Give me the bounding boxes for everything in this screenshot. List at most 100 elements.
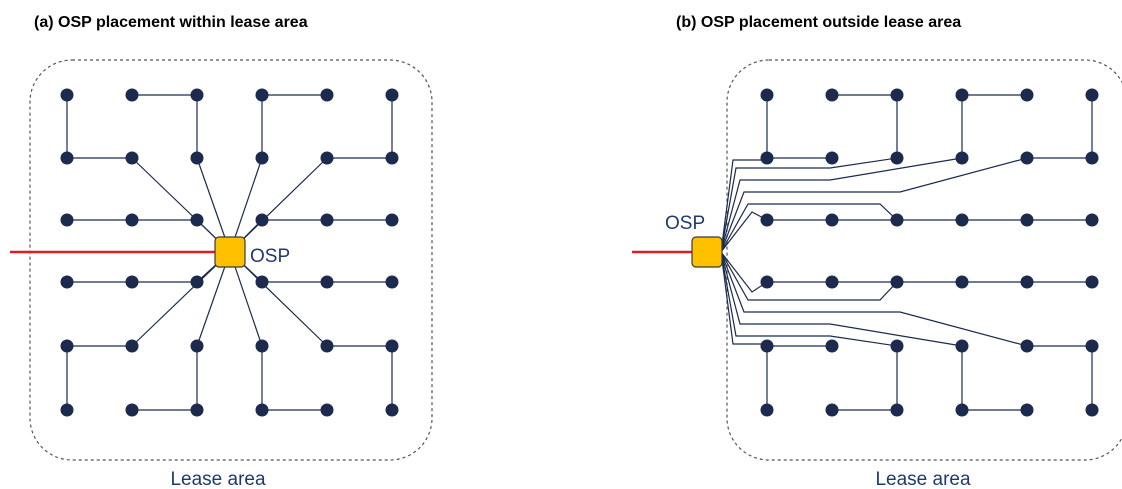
array-cable bbox=[229, 251, 328, 347]
turbine-node bbox=[255, 339, 269, 353]
turbine-node bbox=[825, 213, 839, 227]
turbine-node bbox=[60, 88, 74, 102]
array-cable bbox=[720, 203, 898, 253]
lease-area-label-b: Lease area bbox=[875, 469, 971, 489]
array-cable bbox=[196, 251, 231, 347]
turbine-node bbox=[890, 275, 904, 289]
turbine-node bbox=[760, 275, 774, 289]
turbine-node bbox=[255, 88, 269, 102]
array-cable bbox=[196, 157, 231, 253]
turbine-node bbox=[190, 339, 204, 353]
turbine-node bbox=[955, 88, 969, 102]
turbine-node bbox=[760, 88, 774, 102]
array-cable bbox=[720, 157, 1028, 253]
turbine-node bbox=[825, 88, 839, 102]
turbine-node bbox=[255, 275, 269, 289]
turbine-node bbox=[320, 275, 334, 289]
array-cable bbox=[720, 157, 963, 253]
turbine-node bbox=[125, 88, 139, 102]
turbine-node bbox=[1085, 88, 1099, 102]
osp-substation-a bbox=[214, 236, 246, 268]
turbine-node bbox=[385, 275, 399, 289]
panel-a: (a) OSP placement within lease area OSP … bbox=[10, 14, 433, 489]
turbine-node bbox=[1020, 275, 1034, 289]
turbine-node bbox=[60, 275, 74, 289]
array-cable bbox=[720, 251, 963, 347]
array-cable bbox=[720, 157, 898, 253]
turbine-node bbox=[60, 403, 74, 417]
turbine-node bbox=[955, 151, 969, 165]
lease-area-boundary-a bbox=[29, 59, 433, 461]
array-cable bbox=[131, 251, 231, 347]
turbine-node bbox=[760, 339, 774, 353]
panel-b-title: (b) OSP placement outside lease area bbox=[676, 14, 961, 31]
turbine-node bbox=[1085, 275, 1099, 289]
turbine-node bbox=[1085, 213, 1099, 227]
turbine-node bbox=[825, 275, 839, 289]
turbine-node bbox=[190, 275, 204, 289]
turbine-node bbox=[955, 275, 969, 289]
turbine-node bbox=[890, 403, 904, 417]
array-cable bbox=[229, 157, 263, 253]
turbine-node bbox=[60, 213, 74, 227]
lease-area-boundary-b bbox=[726, 59, 1122, 461]
osp-label-a: OSP bbox=[250, 246, 290, 267]
turbine-node bbox=[385, 213, 399, 227]
turbine-node bbox=[190, 213, 204, 227]
turbine-node bbox=[255, 151, 269, 165]
turbine-node bbox=[60, 339, 74, 353]
osp-label-b: OSP bbox=[665, 213, 705, 234]
array-cable bbox=[720, 211, 768, 253]
turbine-node bbox=[1020, 403, 1034, 417]
turbine-node bbox=[320, 88, 334, 102]
panel-a-title: (a) OSP placement within lease area bbox=[34, 14, 308, 31]
turbine-node bbox=[190, 151, 204, 165]
turbine-node bbox=[825, 403, 839, 417]
turbine-node bbox=[955, 403, 969, 417]
array-cable bbox=[720, 251, 767, 345]
array-cable bbox=[720, 159, 767, 253]
turbine-node bbox=[1085, 339, 1099, 353]
turbine-node bbox=[125, 275, 139, 289]
array-cable bbox=[229, 251, 263, 347]
turbine-grid-b bbox=[720, 88, 1099, 417]
turbine-node bbox=[385, 403, 399, 417]
turbine-node bbox=[125, 339, 139, 353]
turbine-node bbox=[255, 213, 269, 227]
turbine-node bbox=[320, 403, 334, 417]
osp-substation-b bbox=[691, 236, 723, 268]
turbine-node bbox=[320, 213, 334, 227]
turbine-node bbox=[825, 151, 839, 165]
turbine-node bbox=[955, 339, 969, 353]
turbine-node bbox=[760, 151, 774, 165]
turbine-node bbox=[190, 403, 204, 417]
turbine-node bbox=[385, 339, 399, 353]
turbine-node bbox=[125, 403, 139, 417]
turbine-node bbox=[1020, 151, 1034, 165]
turbine-node bbox=[125, 151, 139, 165]
turbine-node bbox=[60, 151, 74, 165]
turbine-node bbox=[760, 403, 774, 417]
turbine-node bbox=[385, 88, 399, 102]
lease-area-label-a: Lease area bbox=[170, 469, 266, 489]
turbine-node bbox=[1020, 213, 1034, 227]
turbine-node bbox=[1020, 88, 1034, 102]
turbine-node bbox=[320, 151, 334, 165]
array-cable bbox=[720, 251, 898, 301]
array-cable bbox=[720, 251, 1028, 347]
turbine-node bbox=[320, 339, 334, 353]
turbine-node bbox=[955, 213, 969, 227]
turbine-node bbox=[255, 403, 269, 417]
turbine-grid-a bbox=[60, 88, 399, 417]
turbine-node bbox=[1085, 151, 1099, 165]
turbine-node bbox=[890, 339, 904, 353]
turbine-node bbox=[890, 88, 904, 102]
turbine-node bbox=[1020, 339, 1034, 353]
turbine-node bbox=[385, 151, 399, 165]
panel-b: (b) OSP placement outside lease area OSP… bbox=[632, 14, 1122, 489]
turbine-node bbox=[1085, 403, 1099, 417]
turbine-node bbox=[190, 88, 204, 102]
turbine-node bbox=[890, 213, 904, 227]
turbine-node bbox=[760, 213, 774, 227]
